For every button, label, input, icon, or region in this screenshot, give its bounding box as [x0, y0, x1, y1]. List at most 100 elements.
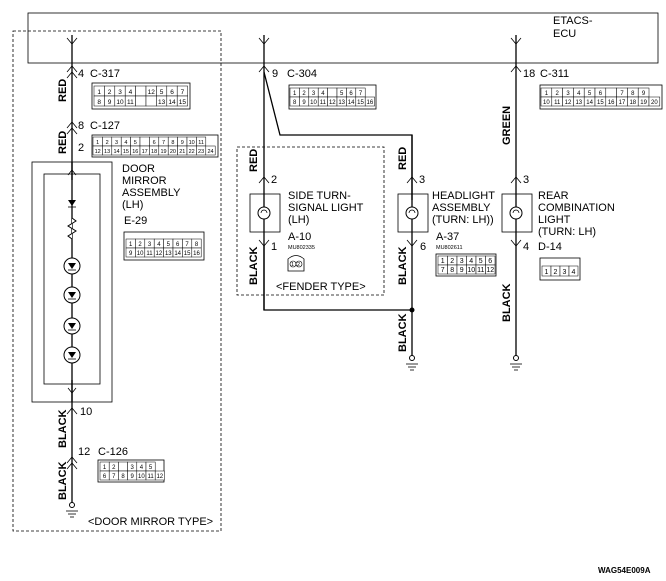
headlight-assembly	[397, 193, 429, 233]
c317-pin-label: 8	[97, 99, 101, 106]
c317-cell	[145, 95, 157, 107]
left-pin-12: 12	[78, 446, 90, 458]
wire-color-red-2: RED	[57, 131, 69, 154]
e29-pin-label: 2	[138, 242, 142, 248]
rear-line4: (TURN: LH)	[538, 226, 596, 238]
side-turn-line3: (LH)	[288, 214, 309, 226]
c127-pin-label: 11	[198, 140, 204, 146]
connector-a10: 1 2	[287, 255, 305, 272]
conn-c311-label: C-311	[540, 68, 569, 80]
rear-combination-light	[501, 193, 533, 233]
led-3-icon	[63, 317, 81, 335]
ground-mid-icon	[406, 355, 418, 371]
c304-pin-label: 11	[320, 100, 327, 106]
d14-pin-label: 4	[572, 269, 576, 276]
c317-pin-label: 13	[158, 99, 166, 106]
c126-cell	[118, 461, 128, 472]
e29-pin-label: 5	[167, 242, 171, 248]
headlight-line1: HEADLIGHT	[432, 190, 495, 202]
a37-pin-label: 4	[469, 258, 473, 265]
e29-pin-label: 1	[129, 242, 133, 248]
c317-pin-label: 15	[179, 99, 187, 106]
c127-pin-label: 18	[151, 149, 157, 155]
e29-pin-label: 15	[184, 251, 191, 257]
d14-pin-label: 2	[554, 269, 558, 276]
wire-color-red-1: RED	[57, 79, 69, 102]
a37-pin-label: 11	[477, 267, 484, 274]
c311-pin-label: 9	[642, 91, 646, 97]
c311-pin-label: 10	[543, 100, 550, 106]
rear-pin-4: 4	[523, 241, 529, 253]
ground-left-icon	[66, 502, 78, 518]
door-mirror-type-frame	[12, 30, 222, 532]
c126-pin-label: 8	[121, 474, 125, 480]
diagram-code: WAG54E009A	[598, 566, 651, 575]
c127-pin-label: 10	[189, 140, 195, 146]
led-1-icon	[63, 257, 81, 275]
c311-pin-label: 13	[575, 100, 582, 106]
c127-pin-label: 12	[95, 149, 101, 155]
c127-pin-label: 3	[115, 140, 118, 146]
c311-pin-label: 3	[566, 91, 570, 97]
fender-wire-red: RED	[248, 149, 260, 172]
e29-pin-label: 16	[193, 251, 200, 257]
c317-pin-label: 2	[108, 89, 112, 96]
c311-pin-label: 7	[620, 91, 624, 97]
side-turn-signal-light	[249, 193, 281, 233]
conn-e29-label: E-29	[124, 215, 147, 227]
c127-pin-label: 1	[96, 140, 99, 146]
rear-wire-black: BLACK	[501, 283, 513, 322]
c317-cell	[135, 85, 147, 97]
fender-wire-black: BLACK	[248, 246, 260, 285]
ground-right-icon	[510, 355, 522, 371]
headlight-pin-6: 6	[420, 241, 426, 253]
wire-color-black-1: BLACK	[57, 409, 69, 448]
ecu-label-line2: ECU	[553, 28, 576, 40]
e29-pin-label: 8	[195, 242, 199, 248]
a10-pin-1: 1	[291, 262, 294, 268]
c127-pin-label: 8	[171, 140, 174, 146]
conn-c317-label: C-317	[90, 68, 120, 80]
c311-pin-label: 17	[619, 100, 626, 106]
c304-pin-label: 16	[367, 100, 374, 106]
a37-pin-label: 7	[441, 267, 445, 274]
e29-cell	[191, 247, 202, 258]
d14-pin-label: 3	[563, 269, 567, 276]
c127-pin-label: 14	[113, 149, 119, 155]
rear-line2: COMBINATION	[538, 202, 615, 214]
e29-pin-label: 4	[157, 242, 161, 248]
c127-pin-label: 21	[179, 149, 185, 155]
e29-pin-label: 11	[146, 251, 153, 257]
c127-pin-label: 2	[106, 140, 109, 146]
c127-cell	[139, 136, 150, 147]
door-mirror-line1: DOOR	[122, 163, 155, 175]
c304-pin-label: 8	[293, 100, 297, 106]
a37-pin-label: 3	[460, 258, 464, 265]
rear-wire-green: GREEN	[501, 106, 513, 145]
c127-pin-label: 7	[162, 140, 165, 146]
headlight-pin-3: 3	[419, 174, 425, 186]
c126-pin-label: 12	[156, 474, 163, 480]
fender-type-label: <FENDER TYPE>	[276, 281, 366, 293]
c317-pin-label: 14	[168, 99, 176, 106]
connector-d14	[539, 257, 581, 281]
conn-c304-label: C-304	[287, 68, 317, 80]
e29-pin-label: 10	[137, 251, 144, 257]
door-mirror-type-label: <DOOR MIRROR TYPE>	[88, 516, 213, 528]
rear-pin-18: 18	[523, 68, 535, 80]
e29-pin-label: 7	[185, 242, 189, 248]
c317-pin-label: 11	[127, 99, 134, 106]
c127-pin-label: 20	[170, 149, 176, 155]
c317-pin-label: 6	[170, 89, 174, 96]
c311-pin-label: 1	[545, 91, 549, 97]
c127-pin-label: 4	[124, 140, 127, 146]
c317-pin-label: 4	[129, 89, 133, 96]
door-mirror-assembly	[31, 161, 113, 403]
e29-pin-label: 9	[129, 251, 133, 257]
c127-pin-label: 17	[142, 149, 148, 155]
c311-pin-label: 5	[588, 91, 592, 97]
connector-c311	[539, 84, 663, 110]
c304-pin-label: 5	[340, 91, 344, 97]
c304-pin-label: 15	[357, 100, 364, 106]
c304-cell	[364, 96, 375, 107]
